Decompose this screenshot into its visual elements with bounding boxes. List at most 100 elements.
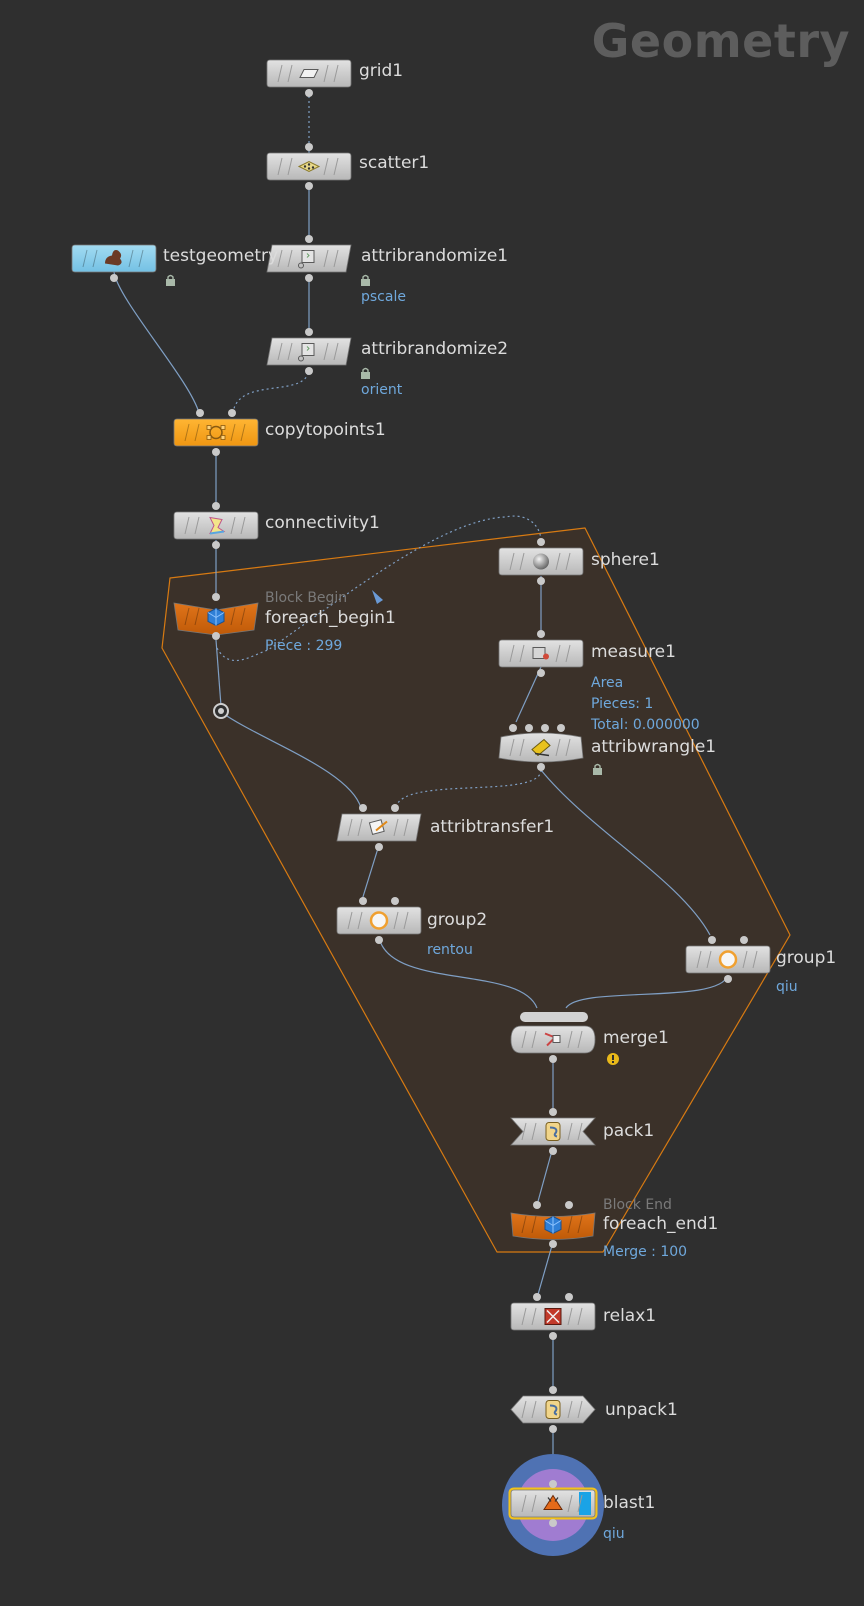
node-attribrandomize1[interactable] [266, 244, 352, 273]
input-port[interactable] [537, 538, 545, 546]
input-port[interactable] [212, 593, 220, 601]
node-pack1[interactable] [510, 1117, 596, 1146]
output-port[interactable] [549, 1055, 557, 1063]
input-port[interactable] [740, 936, 748, 944]
lock-icon[interactable] [593, 763, 602, 776]
wire-pack1-foreach_end1[interactable] [536, 1146, 554, 1206]
wire-dot-attribtransfer1[interactable] [220, 711, 362, 809]
node-label-group1: group1 [776, 948, 837, 968]
node-sphere1[interactable] [498, 547, 584, 576]
node-info-foreach_begin1: Piece : 299 [265, 638, 343, 654]
warning-icon[interactable] [607, 1053, 619, 1065]
output-port[interactable] [549, 1332, 557, 1340]
output-port[interactable] [549, 1240, 557, 1248]
node-label-relax1: relax1 [603, 1306, 657, 1326]
input-port[interactable] [557, 724, 565, 732]
output-port[interactable] [375, 843, 383, 851]
input-port[interactable] [541, 724, 549, 732]
ring-icon [369, 911, 389, 930]
input-port[interactable] [359, 897, 367, 905]
node-attribtransfer1[interactable] [336, 813, 422, 842]
node-measure1[interactable] [498, 639, 584, 668]
node-label-connectivity1: connectivity1 [265, 513, 380, 533]
output-port[interactable] [549, 1425, 557, 1433]
input-port[interactable] [537, 630, 545, 638]
input-port[interactable] [391, 897, 399, 905]
input-port[interactable] [533, 1293, 541, 1301]
input-port[interactable] [509, 724, 517, 732]
output-port[interactable] [305, 89, 313, 97]
output-port[interactable] [305, 182, 313, 190]
output-port[interactable] [375, 936, 383, 944]
input-port[interactable] [549, 1480, 557, 1488]
output-port[interactable] [212, 541, 220, 549]
node-group2[interactable] [336, 906, 422, 935]
output-port[interactable] [537, 577, 545, 585]
input-port[interactable] [549, 1108, 557, 1116]
node-scatter1[interactable] [266, 152, 352, 181]
wire-attribwrangle1-attribtransfer1[interactable] [395, 769, 542, 809]
output-port[interactable] [724, 975, 732, 983]
input-port[interactable] [212, 502, 220, 510]
lock-icon[interactable] [361, 274, 370, 287]
node-label-merge1: merge1 [603, 1028, 669, 1048]
node-attribwrangle1[interactable] [498, 732, 584, 763]
output-port[interactable] [305, 367, 313, 375]
node-label-sphere1: sphere1 [591, 550, 660, 570]
node-label-attribtransfer1: attribtransfer1 [430, 817, 555, 837]
input-port[interactable] [533, 1201, 541, 1209]
lock-icon[interactable] [166, 274, 175, 287]
input-port[interactable] [565, 1293, 573, 1301]
output-port[interactable] [549, 1519, 557, 1527]
wire-testgeometry-copytopoints1[interactable] [113, 271, 200, 414]
scatter-icon [297, 160, 321, 173]
dot-node[interactable] [213, 703, 229, 719]
node-group1[interactable] [685, 945, 771, 974]
wire-attribwrangle1-group1[interactable] [540, 769, 711, 936]
input-port[interactable] [359, 804, 367, 812]
node-grid1[interactable] [266, 59, 352, 88]
node-merge1[interactable] [510, 1025, 596, 1054]
input-port[interactable] [525, 724, 533, 732]
node-relax1[interactable] [510, 1302, 596, 1331]
input-port[interactable] [305, 328, 313, 336]
node-foreach_begin1[interactable] [173, 602, 259, 636]
node-testgeometry[interactable] [71, 244, 157, 273]
input-port[interactable] [708, 936, 716, 944]
node-foreach_end1[interactable] [510, 1212, 596, 1240]
node-unpack1[interactable] [510, 1395, 596, 1424]
wire-foreach_begin1-sphere1-reference[interactable] [216, 515, 542, 661]
output-port[interactable] [537, 669, 545, 677]
node-info-group2: rentou [427, 942, 473, 958]
input-port[interactable] [549, 1386, 557, 1394]
lock-icon[interactable] [361, 367, 370, 380]
wire-foreach_begin1-dot[interactable] [215, 639, 222, 707]
merge1-input-shelf[interactable] [520, 1012, 588, 1022]
input-port[interactable] [228, 409, 236, 417]
output-port[interactable] [305, 274, 313, 282]
output-port[interactable] [110, 274, 118, 282]
wire-group2-merge1[interactable] [378, 937, 538, 1009]
input-port[interactable] [391, 804, 399, 812]
node-copytopoints1[interactable] [173, 418, 259, 447]
node-info-blast1: qiu [603, 1526, 625, 1542]
node-connectivity1[interactable] [173, 511, 259, 540]
node-info-measure1-line-3: Total: 0.000000 [591, 717, 700, 733]
node-attribrandomize2[interactable] [266, 337, 352, 366]
wire-measure1-attribwrangle1[interactable] [515, 666, 542, 723]
output-port[interactable] [212, 632, 220, 640]
output-port[interactable] [212, 448, 220, 456]
output-port[interactable] [549, 1147, 557, 1155]
input-port[interactable] [305, 143, 313, 151]
input-port[interactable] [196, 409, 204, 417]
input-port[interactable] [305, 235, 313, 243]
node-blast1[interactable] [508, 1487, 598, 1520]
input-port[interactable] [565, 1201, 573, 1209]
wire-foreach_end1-relax1[interactable] [536, 1241, 554, 1299]
wire-attribtransfer1-group2[interactable] [361, 844, 380, 901]
wire-attribrandomize2-copytopoints1[interactable] [232, 367, 310, 414]
wire-group1-merge1[interactable] [565, 974, 729, 1009]
output-port[interactable] [537, 763, 545, 771]
